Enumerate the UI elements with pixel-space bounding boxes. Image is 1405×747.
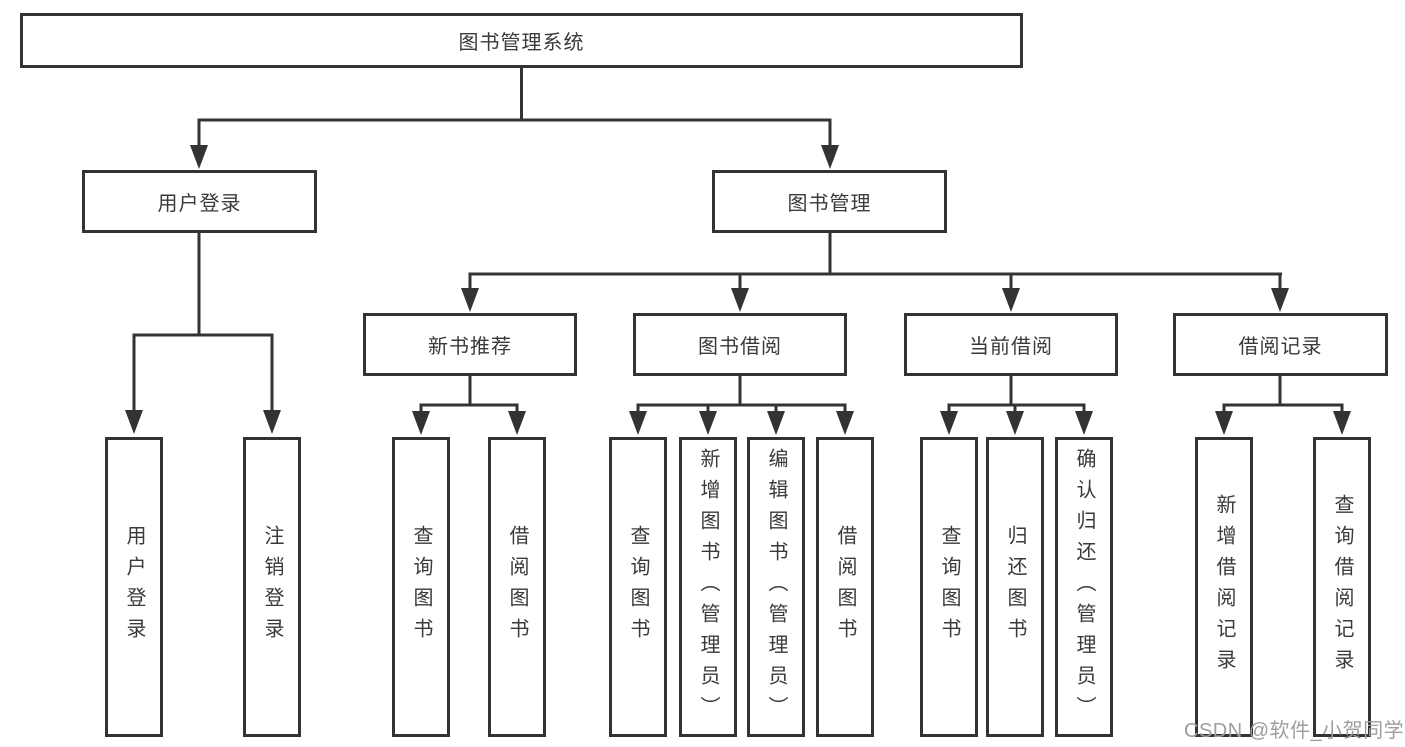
node-label: 图书借阅 bbox=[698, 336, 782, 358]
connector-user-login-branch bbox=[132, 233, 274, 413]
connector-borrowing-records-group bbox=[1222, 376, 1344, 414]
node-leaf-borrow-books: 借阅图书 bbox=[488, 437, 546, 737]
node-user-login: 用户登录 bbox=[82, 170, 317, 233]
node-label: 新书推荐 bbox=[428, 336, 512, 358]
node-label: 图书管理 bbox=[787, 193, 872, 215]
arrowheads-borrowing-records-group bbox=[1215, 411, 1351, 435]
csdn-watermark: CSDN @软件_小贺同学 bbox=[1184, 720, 1405, 742]
node-label: 借阅记录 bbox=[1238, 336, 1323, 358]
arrowheads-level3 bbox=[461, 288, 1289, 312]
node-leaf-return-books: 归还图书 bbox=[986, 437, 1044, 737]
node-leaf-query-borrow-record: 查询借阅记录 bbox=[1313, 437, 1371, 737]
node-label: 新增借阅记录 bbox=[1213, 494, 1235, 680]
node-label: 用户登录 bbox=[123, 525, 145, 649]
connector-book-management-branch bbox=[468, 233, 1282, 292]
node-label: 编辑图书（管理员） bbox=[765, 447, 787, 727]
node-leaf-query-books: 查询图书 bbox=[920, 437, 978, 737]
node-label: 借阅图书 bbox=[506, 525, 528, 649]
arrowheads-user-login bbox=[125, 410, 281, 434]
node-leaf-query-books: 查询图书 bbox=[392, 437, 450, 737]
node-label: 图书管理系统 bbox=[458, 32, 585, 54]
node-label: 查询图书 bbox=[627, 525, 649, 649]
node-leaf-borrow-books: 借阅图书 bbox=[816, 437, 874, 737]
node-leaf-user-login: 用户登录 bbox=[105, 437, 163, 737]
node-label: 查询图书 bbox=[410, 525, 432, 649]
connector-new-book-group bbox=[419, 376, 519, 414]
node-label: 确认归还（管理员） bbox=[1073, 447, 1095, 727]
node-new-book-recommendation: 新书推荐 bbox=[363, 313, 577, 376]
node-system-root: 图书管理系统 bbox=[20, 13, 1023, 68]
node-leaf-logout: 注销登录 bbox=[243, 437, 301, 737]
node-current-borrowing: 当前借阅 bbox=[904, 313, 1118, 376]
node-label: 归还图书 bbox=[1004, 525, 1026, 649]
node-label: 查询借阅记录 bbox=[1331, 494, 1353, 680]
node-label: 查询图书 bbox=[938, 525, 960, 649]
node-leaf-query-books: 查询图书 bbox=[609, 437, 667, 737]
node-label: 注销登录 bbox=[261, 525, 283, 649]
node-borrowing-records: 借阅记录 bbox=[1173, 313, 1388, 376]
arrowheads-current-borrowing-group bbox=[940, 411, 1093, 435]
node-book-management: 图书管理 bbox=[712, 170, 947, 233]
arrowheads-level2 bbox=[190, 145, 839, 169]
node-leaf-add-books-admin: 新增图书（管理员） bbox=[679, 437, 737, 737]
connector-book-borrowing-group bbox=[636, 376, 847, 414]
arrowheads-book-borrowing-group bbox=[629, 411, 854, 435]
node-label: 用户登录 bbox=[157, 193, 242, 215]
node-leaf-edit-books-admin: 编辑图书（管理员） bbox=[747, 437, 805, 737]
node-label: 新增图书（管理员） bbox=[697, 447, 719, 727]
node-label: 当前借阅 bbox=[969, 336, 1053, 358]
connector-root-to-level2 bbox=[197, 68, 832, 148]
connector-current-borrowing-group bbox=[947, 376, 1086, 414]
node-label: 借阅图书 bbox=[834, 525, 856, 649]
node-leaf-confirm-return-admin: 确认归还（管理员） bbox=[1055, 437, 1113, 737]
node-leaf-add-borrow-record: 新增借阅记录 bbox=[1195, 437, 1253, 737]
arrowheads-new-book-group bbox=[412, 411, 526, 435]
node-book-borrowing: 图书借阅 bbox=[633, 313, 847, 376]
